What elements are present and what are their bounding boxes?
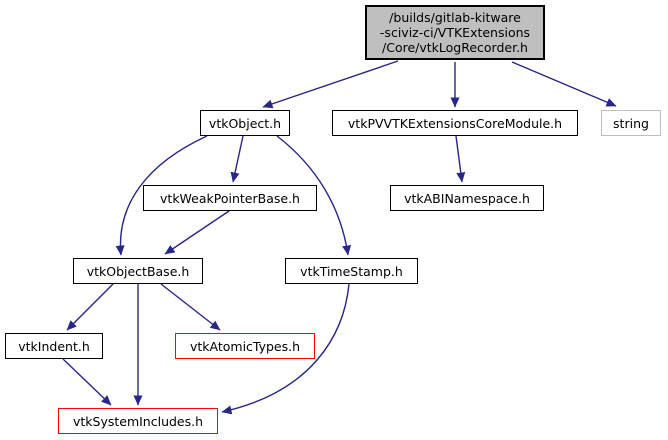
node-vtkatomictypes-h[interactable]: vtkAtomicTypes.h <box>175 333 315 359</box>
edge-vtkobject-to-weakptr <box>230 135 244 183</box>
node-vtksystemincludes-h[interactable]: vtkSystemIncludes.h <box>58 408 218 434</box>
edge-weakptr-to-objbase <box>164 210 230 255</box>
node-vtklogrecorder-h-root: /builds/gitlab-kitware -sciviz-ci/VTKExt… <box>365 5 545 60</box>
node-string: string <box>601 110 661 136</box>
node-vtkweakpointerbase-h[interactable]: vtkWeakPointerBase.h <box>143 185 317 211</box>
edge-indent-to-sysinc <box>62 358 112 406</box>
edge-root-to-string <box>511 61 617 107</box>
node-vtkabinamespace-h[interactable]: vtkABINamespace.h <box>390 185 544 211</box>
edge-objbase-to-atomic <box>160 283 221 331</box>
edge-objbase-to-indent <box>66 283 114 331</box>
node-vtkpvvtkextensionscoremodule-h[interactable]: vtkPVVTKExtensionsCoreModule.h <box>332 110 578 136</box>
edge-pvvtkmodule-to-abins <box>455 135 466 183</box>
node-vtkobjectbase-h[interactable]: vtkObjectBase.h <box>73 258 203 284</box>
node-vtkindent-h[interactable]: vtkIndent.h <box>5 333 103 359</box>
node-vtktimestamp-h[interactable]: vtkTimeStamp.h <box>285 258 418 284</box>
node-vtkobject-h[interactable]: vtkObject.h <box>200 110 290 136</box>
edge-root-to-vtkobject <box>262 60 399 109</box>
